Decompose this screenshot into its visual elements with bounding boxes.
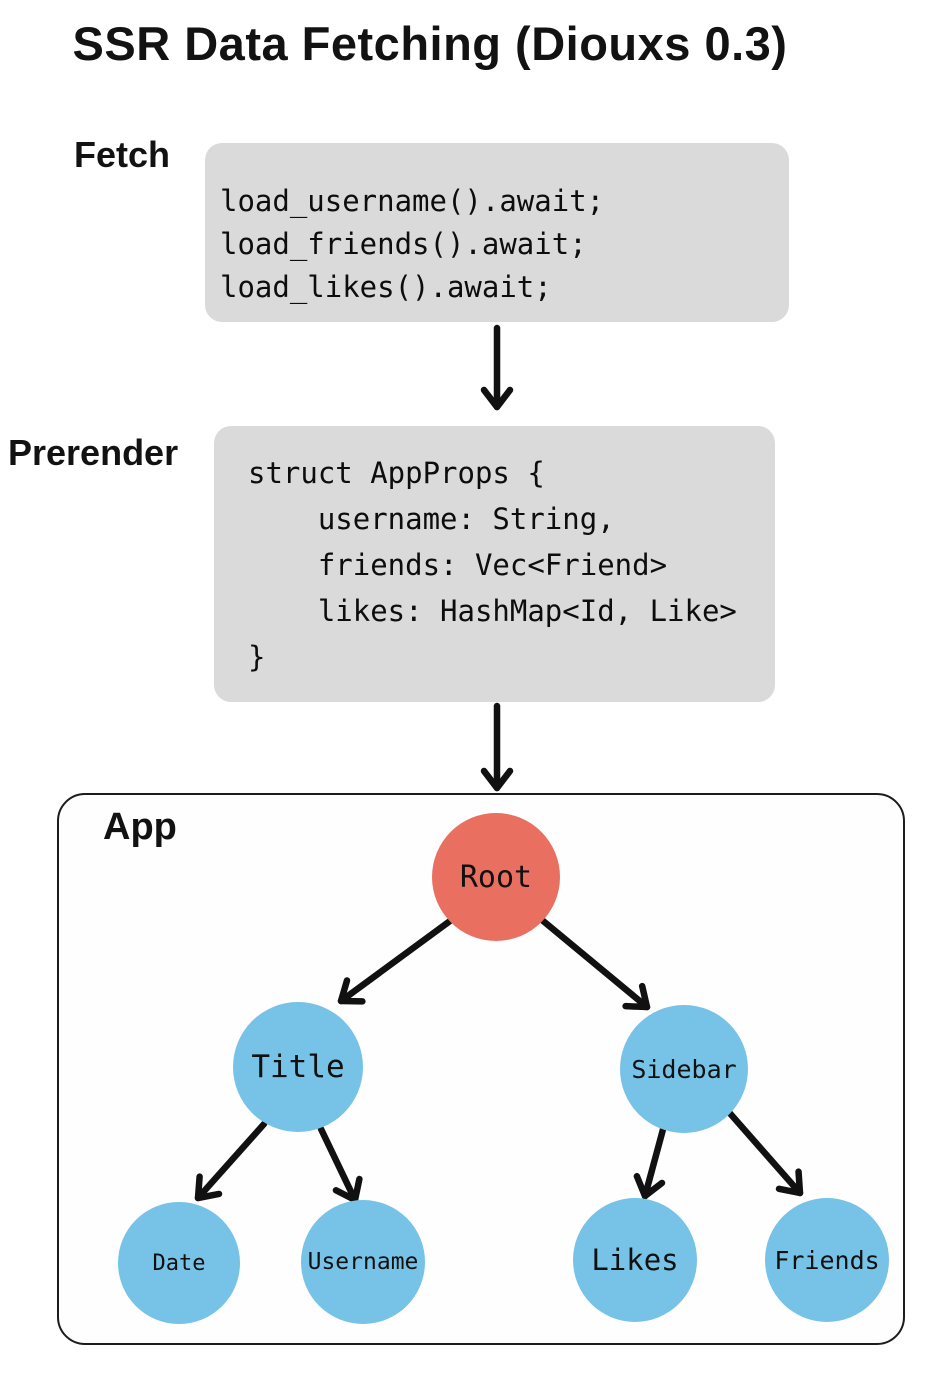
tree-node-root: Root bbox=[432, 813, 560, 941]
fetch-stage-label: Fetch bbox=[74, 134, 171, 175]
tree-node-likes-label: Likes bbox=[591, 1243, 679, 1277]
prerender-code-block: struct AppProps { username: String, frie… bbox=[214, 426, 775, 702]
tree-node-title: Title bbox=[233, 1002, 363, 1132]
tree-node-friends: Friends bbox=[765, 1198, 889, 1322]
fetch-code-block: load_username().await; load_friends().aw… bbox=[205, 143, 789, 322]
tree-node-sidebar-label: Sidebar bbox=[631, 1054, 737, 1084]
page-title: SSR Data Fetching (Diouxs 0.3) bbox=[72, 17, 788, 70]
tree-node-root-label: Root bbox=[459, 859, 533, 895]
tree-node-likes: Likes bbox=[573, 1198, 697, 1322]
tree-node-date-label: Date bbox=[152, 1250, 206, 1276]
tree-node-sidebar: Sidebar bbox=[620, 1005, 748, 1133]
tree-node-title-label: Title bbox=[251, 1049, 345, 1085]
tree-node-username-label: Username bbox=[307, 1249, 419, 1275]
tree-node-friends-label: Friends bbox=[774, 1245, 880, 1275]
prerender-stage-label: Prerender bbox=[8, 432, 179, 473]
tree-node-date: Date bbox=[118, 1202, 240, 1324]
tree-node-username: Username bbox=[301, 1200, 425, 1324]
app-label: App bbox=[103, 806, 177, 848]
